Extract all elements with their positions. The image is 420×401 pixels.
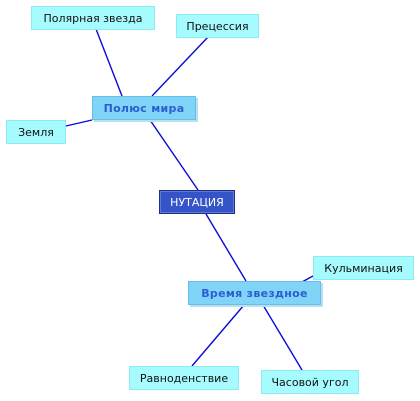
node-pole: Полюс мира <box>92 96 196 120</box>
edge-sidereal-equinox <box>191 304 245 367</box>
node-precession: Прецессия <box>176 14 259 38</box>
edge-root-pole <box>149 119 199 191</box>
node-root-nutation: НУТАЦИЯ <box>159 190 235 214</box>
edge-sidereal-hour-angle <box>262 304 303 371</box>
edge-pole-earth <box>65 119 93 127</box>
node-culmination: Кульминация <box>313 256 414 280</box>
edge-pole-polaris <box>95 28 123 97</box>
node-earth: Земля <box>6 120 66 144</box>
edge-pole-precession <box>151 36 209 97</box>
edge-root-sidereal <box>205 213 247 282</box>
node-sidereal-time: Время звездное <box>188 281 321 305</box>
node-polaris: Полярная звезда <box>31 6 155 30</box>
node-equinox: Равноденствие <box>129 366 239 390</box>
node-hour-angle: Часовой угол <box>261 370 359 394</box>
